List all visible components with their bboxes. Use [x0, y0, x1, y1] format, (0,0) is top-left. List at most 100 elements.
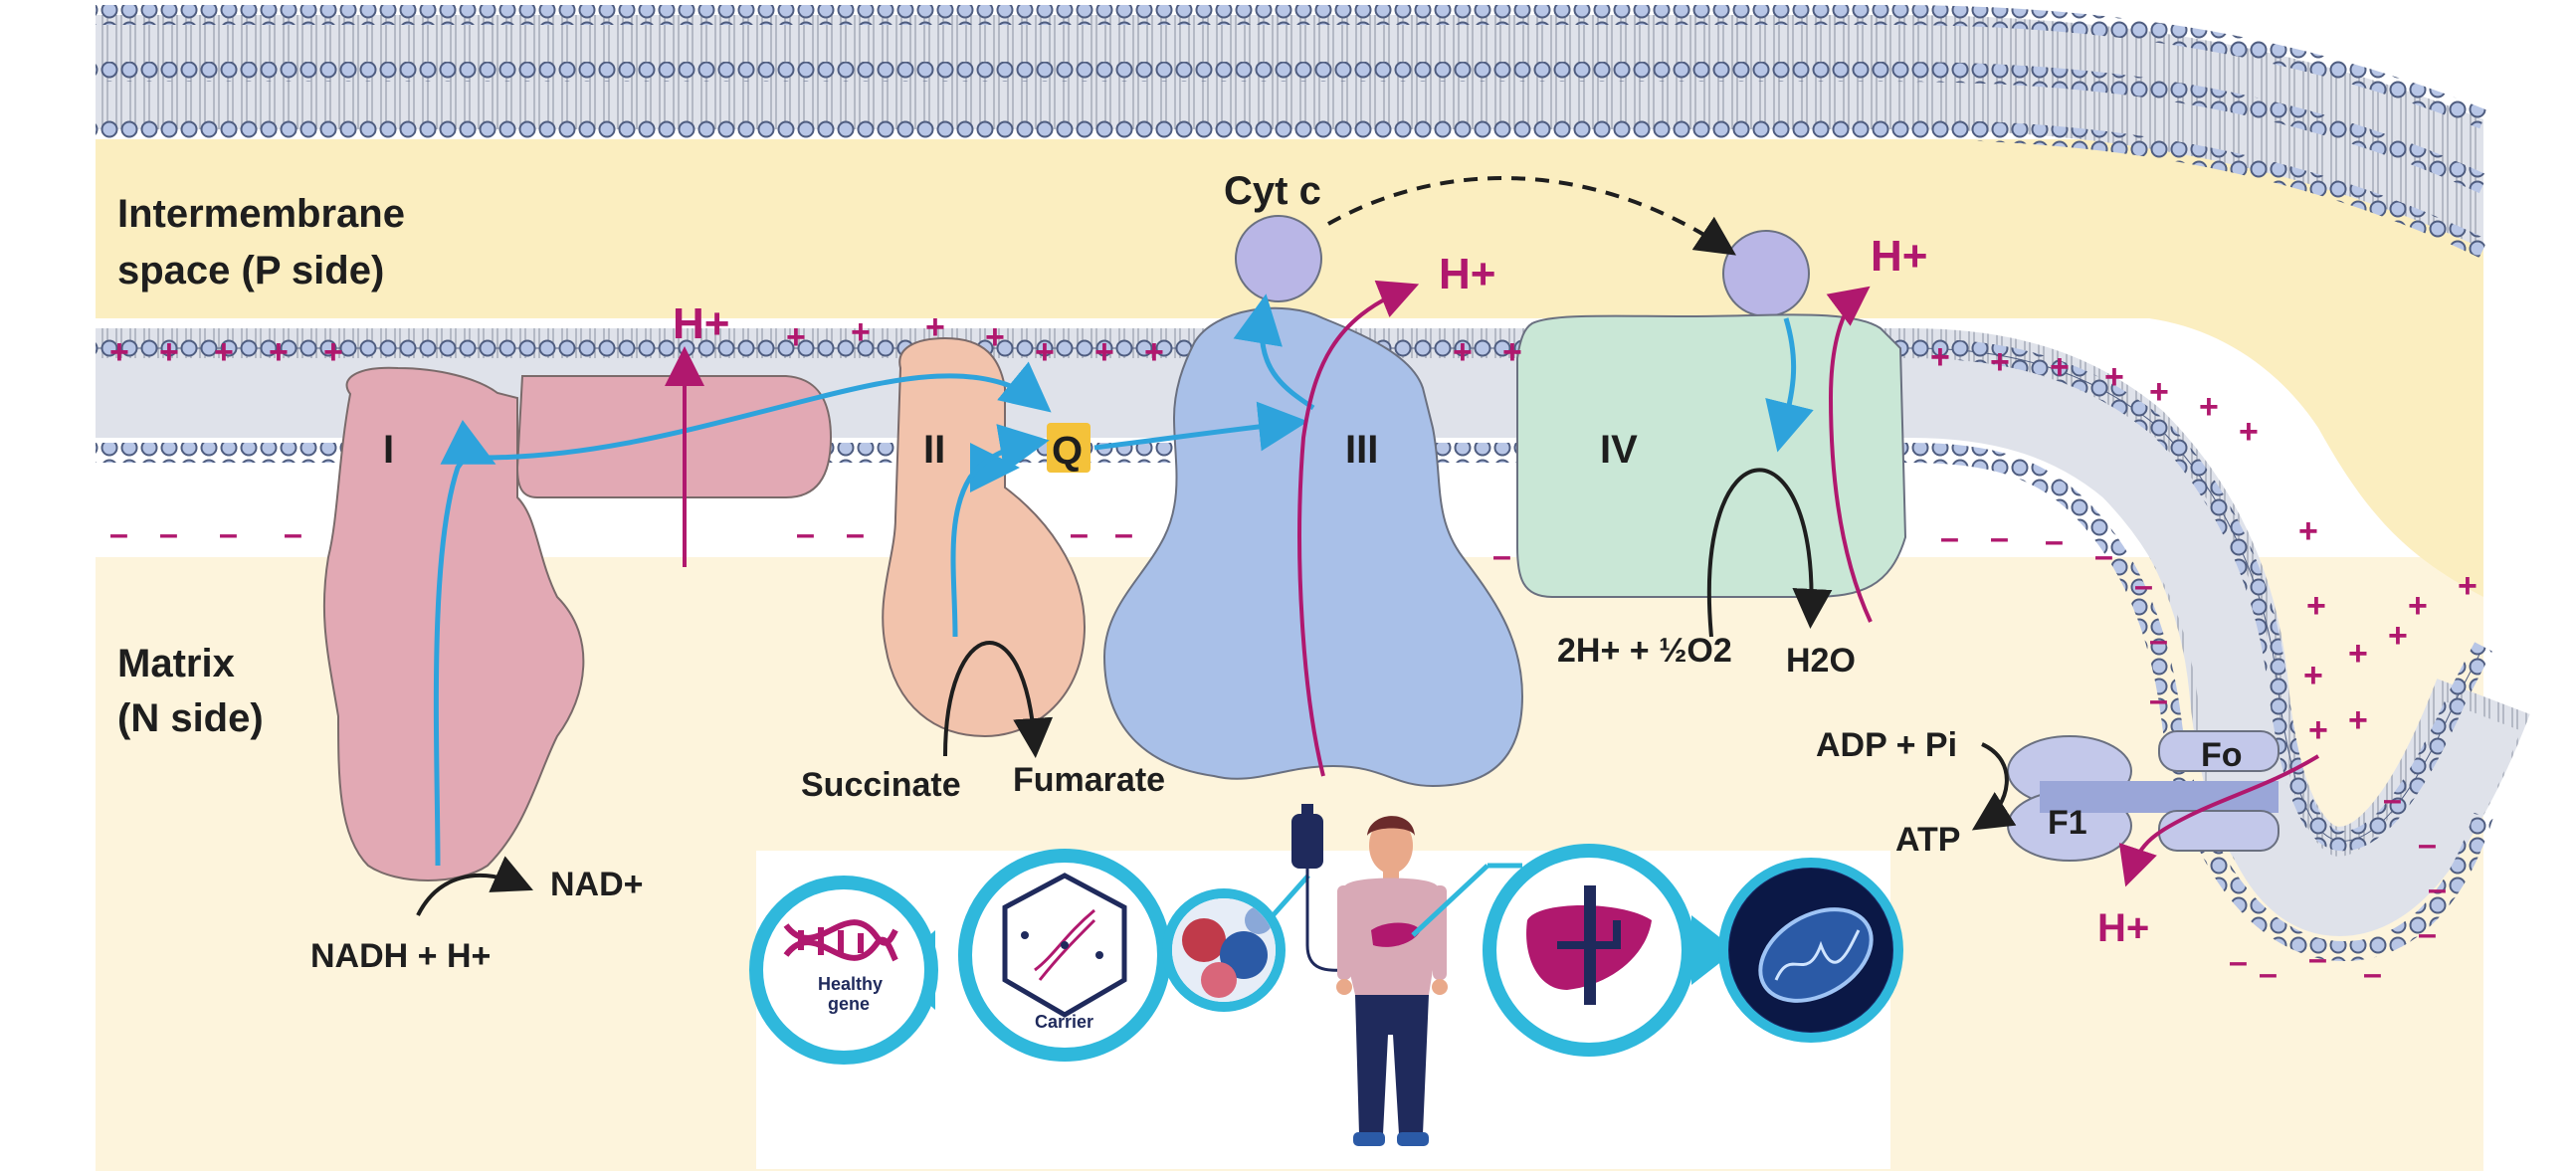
plus-charge: +: [2348, 635, 2368, 673]
minus-charge: –: [159, 515, 178, 553]
complex-iii: III: [1102, 306, 1524, 788]
minus-charge: –: [2149, 622, 2168, 660]
cyt-c-label: Cyt c: [1224, 169, 1321, 213]
intermembrane-label-1: Intermembrane: [117, 192, 405, 236]
minus-charge: –: [2134, 567, 2153, 605]
proton-path-iii: [1297, 280, 1420, 777]
membrane-charges: ++++++++++++++++++++++++++++++––––––––––…: [109, 308, 2477, 993]
electron-path-ii: [950, 443, 1020, 638]
complex-ii: II: [882, 336, 1087, 738]
adp-label: ADP + Pi: [1816, 726, 1957, 764]
plus-charge: +: [2104, 358, 2124, 396]
fumarate-label: Fumarate: [1013, 761, 1165, 799]
h2o-label: H2O: [1786, 642, 1856, 680]
minus-charge: –: [2418, 915, 2437, 953]
plus-charge: +: [2388, 617, 2408, 655]
plus-charge: +: [2306, 587, 2326, 625]
plus-charge: +: [323, 333, 343, 371]
minus-charge: –: [2383, 781, 2402, 819]
minus-charge: –: [2094, 537, 2113, 575]
plus-charge: +: [2050, 348, 2070, 386]
plus-charge: +: [1930, 338, 1950, 376]
carrier-hexagon-icon: [1002, 873, 1127, 1018]
plus-charge: +: [2149, 373, 2169, 411]
minus-charge: –: [219, 515, 238, 553]
proton-labels: H+ H+ H+ H+: [673, 232, 2149, 950]
plus-charge: +: [786, 318, 806, 356]
h-plus-complex-i: H+: [673, 299, 729, 348]
plus-charge: +: [269, 333, 289, 371]
cyt-c-group: Cyt c: [1224, 169, 1810, 317]
matrix-label-1: Matrix: [117, 642, 235, 685]
patient-figure: [1336, 816, 1448, 1146]
intermembrane-label-2: space (P side): [117, 249, 384, 293]
electron-path-iii-cytc: [1233, 293, 1315, 411]
nadh-label: NADH + H+: [310, 937, 491, 975]
complex-iii-label: III: [1345, 428, 1378, 472]
plus-charge: +: [214, 333, 234, 371]
mitochondrion-icon: [1729, 869, 1892, 1032]
gene-therapy-overlay: Healthy gene Carrier: [749, 804, 1903, 1169]
dna-icon: [783, 919, 898, 962]
plus-charge: +: [2408, 587, 2428, 625]
minus-charge: –: [2418, 826, 2437, 864]
outer-membrane: [96, 5, 2488, 258]
liver-icon-small: [1371, 922, 1421, 947]
h-plus-complex-iii: H+: [1439, 250, 1495, 298]
minus-charge: –: [109, 515, 128, 553]
plus-charge: +: [2348, 701, 2368, 739]
h-plus-atp-synthase: H+: [2097, 906, 2149, 950]
minus-charge: –: [2259, 955, 2278, 993]
plus-charge: +: [985, 318, 1005, 356]
plus-charge: +: [109, 333, 129, 371]
oxygen-reaction-label: 2H+ + ½O2: [1557, 632, 1732, 670]
succinate-arrow: [943, 641, 1054, 758]
plus-charge: +: [2308, 711, 2328, 749]
minus-charge: –: [2149, 682, 2168, 719]
succinate-label: Succinate: [801, 766, 961, 804]
minus-charge: –: [2363, 955, 2382, 993]
plus-charge: +: [2298, 512, 2318, 550]
matrix-label-2: (N side): [117, 696, 264, 740]
plus-charge: +: [1144, 333, 1164, 371]
minus-charge: –: [1990, 519, 2009, 557]
atp-synthase: Fo F1: [2007, 730, 2320, 887]
proton-paths: [665, 280, 1873, 777]
minus-charge: –: [1070, 515, 1089, 553]
nad-label: NAD+: [550, 866, 644, 903]
minus-charge: –: [846, 515, 865, 553]
plus-charge: +: [851, 313, 871, 351]
minus-charge: –: [2229, 943, 2248, 981]
electron-path-q-iii: [1093, 401, 1308, 452]
minus-charge: –: [1114, 515, 1133, 553]
adp-atp-arrow: [1971, 742, 2017, 831]
f1-label: F1: [2048, 804, 2087, 842]
complex-i: I: [322, 366, 833, 881]
electron-path-iv: [1765, 317, 1814, 453]
ubiquinone-q: Q: [1047, 423, 1090, 473]
plus-charge: +: [1502, 333, 1522, 371]
oxygen-arrow: [1706, 468, 1833, 638]
intermembrane-region: [96, 139, 2483, 597]
plus-charge: +: [2303, 657, 2323, 694]
plus-charge: +: [1035, 333, 1055, 371]
plus-charge: +: [1453, 333, 1473, 371]
reaction-arrows: [416, 468, 2017, 916]
region-labels: Intermembrane space (P side) Matrix (N s…: [117, 192, 405, 740]
minus-charge: –: [284, 515, 302, 553]
complex-iv: IV: [1516, 313, 1907, 598]
plus-charge: +: [1990, 343, 2010, 381]
nadh-arrow: [416, 856, 533, 916]
minus-charge: –: [2045, 522, 2064, 560]
liver-icon: [1526, 885, 1652, 1005]
minus-charge: –: [2428, 871, 2447, 908]
plus-charge: +: [1094, 333, 1114, 371]
h-plus-complex-iv: H+: [1871, 232, 1927, 281]
plus-charge: +: [925, 308, 945, 346]
proton-path-iv: [1826, 286, 1873, 623]
cyt-c-2: [1722, 230, 1810, 317]
complex-i-label: I: [383, 428, 394, 472]
atp-label: ATP: [1895, 821, 1960, 859]
plus-charge: +: [159, 333, 179, 371]
